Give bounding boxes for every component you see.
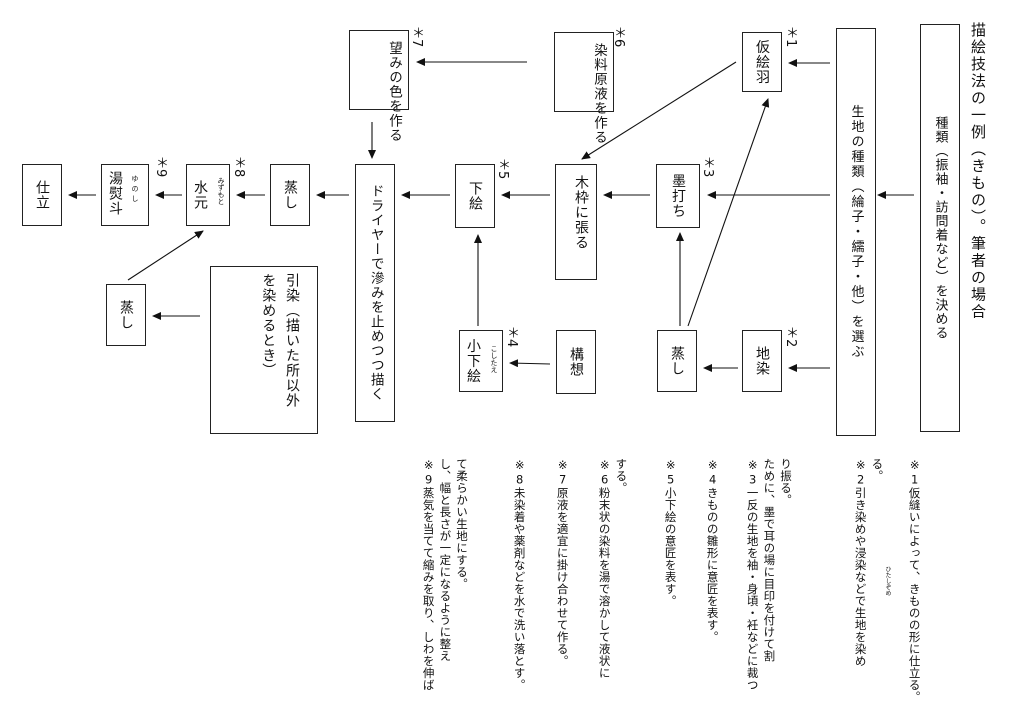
note-3: り振る。 ために、墨で耳の場に目印を付けて割 ※3一反の生地を袖・身頃・衽などに… [744, 458, 794, 691]
box-shitae: 下絵 [455, 164, 495, 228]
note-2-line-b: る。 [870, 458, 885, 482]
note-4-text: ※4きものの雛形に意匠を表す。 [705, 458, 720, 643]
box-hikizome: 引染（描いた所以外を染めるとき） [210, 266, 318, 434]
mark-8: ＊8 [231, 156, 246, 178]
box-mushi-mid-label: 蒸し [282, 180, 298, 210]
mark-6: ＊6 [611, 26, 626, 48]
arrow-koso-koshitae [509, 359, 551, 368]
box-mizumoto-label: 水元 [192, 180, 208, 210]
box-genryo-label: 染料原液を作る [591, 43, 607, 145]
box-kiwaku-label: 木枠に張る [573, 175, 589, 250]
note-3-line-a: ※3一反の生地を袖・身頃・衽などに裁つ [745, 458, 760, 691]
box-mushi-mid: 蒸し [270, 164, 310, 226]
arrow-mushi-karieba [687, 98, 770, 327]
box-yunoshi: 湯熨斗 ゆのし [101, 164, 149, 226]
note-6-line-a: ※6粉末状の染料を湯で溶かして液状に [597, 458, 612, 679]
box-koshitae-ruby: こしたえ [490, 345, 498, 373]
note-9-line-a: ※9蒸気を当てて縮みを取り、しわを伸ば [421, 458, 436, 691]
box-hikizome-label: 引染（描いた所以外を染めるとき） [260, 273, 300, 408]
box-mizumoto: 水元 みずもと [186, 164, 230, 226]
box-mushi-right-label: 蒸し [669, 346, 685, 376]
mark-2: ＊2 [783, 326, 798, 348]
box-sumiuchi-label: 墨打ち [670, 173, 686, 219]
mark-7: ＊7 [409, 26, 424, 48]
note-7-text: ※7原液を適宜に掛け合わせて作る。 [555, 458, 570, 667]
box-kiwaku: 木枠に張る [555, 164, 597, 280]
note-2-ruby: ひたしぞめ [884, 566, 891, 596]
box-dryer: ドライヤーで滲みを止めつつ描く [355, 164, 395, 422]
box-dryer-label: ドライヤーで滲みを止めつつ描く [367, 184, 384, 402]
box-mushi-low: 蒸し [106, 284, 146, 346]
note-1-text: ※1仮縫いによって、きものの形に仕立る。 [907, 458, 922, 703]
box-koso: 構想 [556, 330, 596, 394]
box-shitae-label: 下絵 [467, 181, 483, 211]
box-shurui-label: 種類（振袖・訪問着など）を決める [932, 116, 948, 340]
note-5-text: ※5小下絵の意匠を表す。 [663, 458, 678, 607]
note-5: ※5小下絵の意匠を表す。 [662, 458, 679, 607]
box-kiji-label: 生地の種類（綸子・繻子・他）を選ぶ [848, 104, 864, 360]
box-mushi-right: 蒸し [657, 330, 697, 392]
box-koso-label: 構想 [568, 347, 584, 377]
note-1: ※1仮縫いによって、きものの形に仕立る。 [906, 458, 923, 703]
mark-9: ＊9 [153, 156, 168, 178]
note-4: ※4きものの雛形に意匠を表す。 [704, 458, 721, 643]
note-8-text: ※8未染着や薬剤などを水で洗い落とす。 [512, 458, 527, 691]
note-3-line-b: ために、墨で耳の場に目印を付けて割 [762, 458, 777, 662]
box-genryo: 染料原液を作る [554, 32, 614, 145]
mark-3: ＊3 [700, 156, 715, 178]
box-koshitae-label: 小下絵 [465, 338, 481, 384]
note-2: る。 ※2引き染めや浸染などで生地を染め [852, 458, 885, 667]
arrow-karieba-kiwaku [581, 61, 737, 160]
diagram-title: 描絵技法の一例（きもの）。筆者の場合 [969, 22, 987, 321]
mark-1: ＊1 [783, 26, 798, 48]
box-sumiuchi: 墨打ち [656, 164, 700, 228]
box-nozomi-label: 望みの色を作る [386, 41, 402, 143]
box-karieba: 仮絵羽 [742, 32, 782, 92]
box-mushi-low-label: 蒸し [118, 300, 134, 330]
mark-4: ＊4 [504, 326, 519, 348]
box-mizumoto-ruby: みずもと [217, 177, 225, 205]
note-9: て柔らかい生地にする。 し、幅と長さが一定になるように整え ※9蒸気を当てて縮み… [420, 458, 470, 691]
box-koshitae: 小下絵 こしたえ [459, 330, 503, 392]
box-shitate-label: 仕立 [34, 180, 50, 210]
note-9-line-c: て柔らかい生地にする。 [455, 458, 470, 590]
note-3-line-c: り振る。 [779, 458, 794, 506]
box-kiji: 生地の種類（綸子・繻子・他）を選ぶ [836, 28, 876, 436]
note-2-line-a: ※2引き染めや浸染などで生地を染め [853, 458, 868, 667]
box-shurui: 種類（振袖・訪問着など）を決める [920, 24, 960, 432]
note-8: ※8未染着や薬剤などを水で洗い落とす。 [511, 458, 528, 691]
note-7: ※7原液を適宜に掛け合わせて作る。 [554, 458, 571, 667]
mark-5: ＊5 [495, 158, 510, 180]
arrow-mushi-mizumoto-diag [127, 230, 204, 281]
box-shitate: 仕立 [22, 164, 62, 226]
note-6: する。 ※6粉末状の染料を湯で溶かして液状に [596, 458, 629, 679]
note-9-line-b: し、幅と長さが一定になるように整え [438, 458, 453, 662]
box-jizome: 地染 [742, 330, 782, 392]
note-6-line-b: する。 [614, 458, 629, 494]
box-yunoshi-label: 湯熨斗 [107, 171, 123, 216]
box-nozomi: 望みの色を作る [349, 30, 409, 143]
box-jizome-label: 地染 [754, 346, 770, 376]
box-yunoshi-ruby: ゆのし [131, 175, 139, 205]
box-karieba-label: 仮絵羽 [754, 39, 770, 85]
